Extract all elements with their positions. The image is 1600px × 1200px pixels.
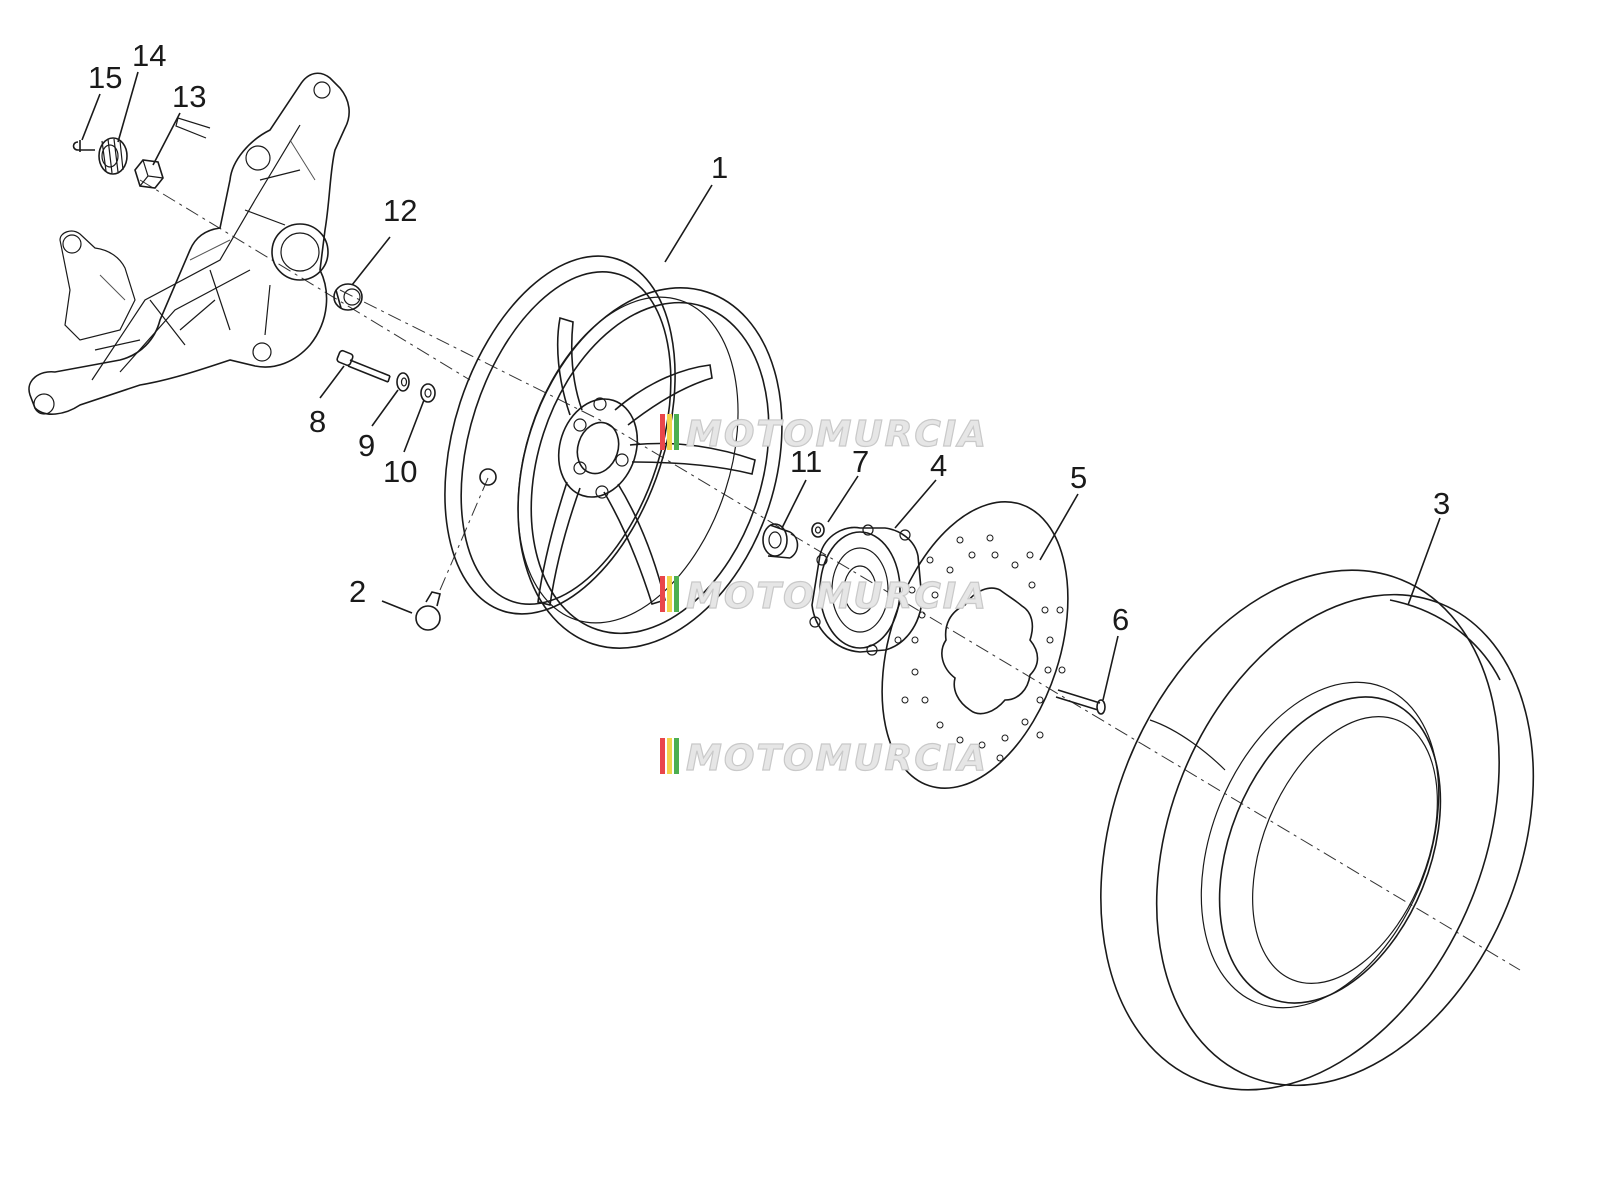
callout-2: 2 bbox=[349, 574, 366, 609]
small-nut-icon bbox=[811, 522, 825, 538]
screw-icon bbox=[1055, 689, 1106, 715]
watermark-text: MOTOMURCIA bbox=[686, 414, 988, 455]
watermark-text: MOTOMURCIA bbox=[686, 576, 988, 617]
nut-icon bbox=[134, 159, 164, 189]
washer-icon bbox=[396, 372, 410, 392]
brake-disc-icon bbox=[881, 501, 1069, 789]
bolt-icon bbox=[336, 349, 391, 383]
watermark-1: MOTOMURCIA bbox=[660, 413, 988, 456]
callout-1: 1 bbox=[711, 150, 728, 185]
hub-icon bbox=[809, 524, 923, 656]
rim-icon bbox=[444, 255, 783, 649]
callout-5: 5 bbox=[1070, 460, 1087, 495]
watermark-text: MOTOMURCIA bbox=[686, 738, 988, 779]
tyre-icon bbox=[1100, 569, 1535, 1091]
leader-lines bbox=[81, 71, 1441, 701]
callout-6: 6 bbox=[1112, 602, 1129, 637]
callout-3: 3 bbox=[1433, 486, 1450, 521]
callout-7: 7 bbox=[852, 444, 869, 479]
ring-nut-icon bbox=[98, 137, 128, 175]
pin-icon bbox=[72, 140, 95, 152]
watermark-2: MOTOMURCIA bbox=[660, 575, 988, 618]
bearing-icon bbox=[333, 283, 363, 311]
callout-14: 14 bbox=[132, 38, 166, 73]
callout-12: 12 bbox=[383, 193, 417, 228]
callout-4: 4 bbox=[930, 448, 947, 483]
callout-9: 9 bbox=[358, 428, 375, 463]
callout-10: 10 bbox=[383, 454, 417, 489]
swingarm-bracket-icon bbox=[28, 72, 350, 415]
watermark-3: MOTOMURCIA bbox=[660, 737, 988, 780]
callout-15: 15 bbox=[88, 60, 122, 95]
callout-11: 11 bbox=[790, 444, 822, 479]
callout-13: 13 bbox=[172, 79, 206, 114]
valve-icon bbox=[415, 591, 441, 631]
callouts: 1 2 3 4 5 6 7 8 9 10 11 12 13 14 15 bbox=[88, 38, 1450, 637]
callout-8: 8 bbox=[309, 404, 326, 439]
spacer-icon bbox=[420, 383, 436, 403]
spacer-bush-icon bbox=[762, 523, 799, 559]
disc-holes bbox=[894, 534, 1066, 762]
